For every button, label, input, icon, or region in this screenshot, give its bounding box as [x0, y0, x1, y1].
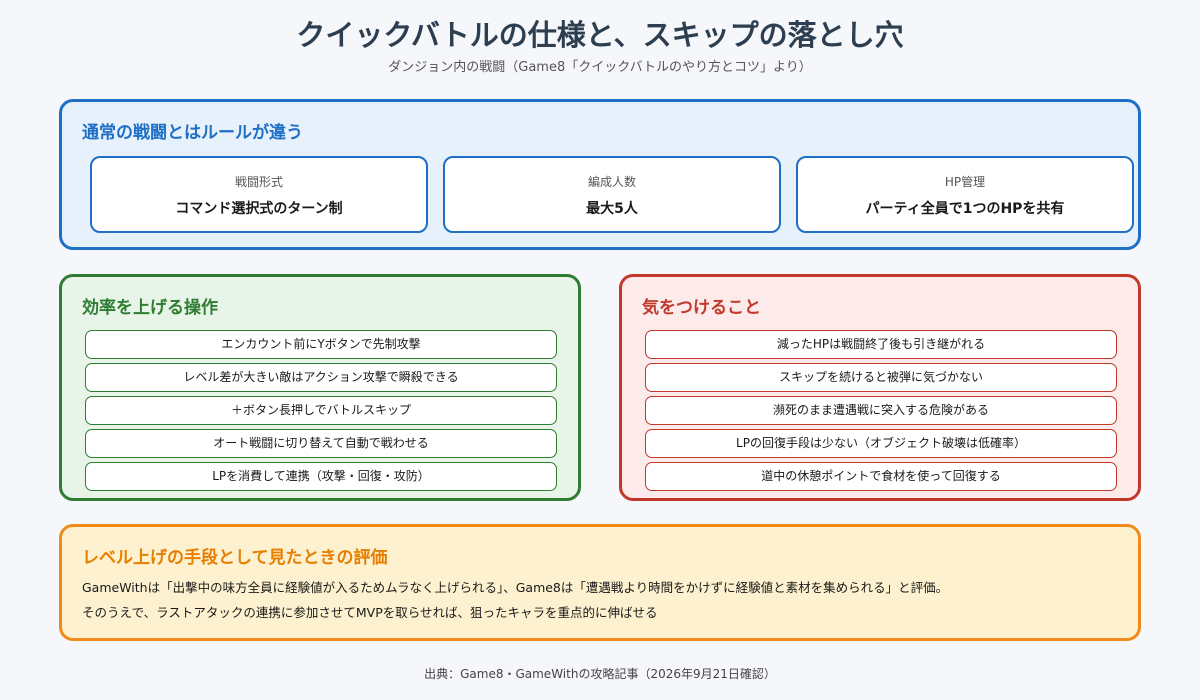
caution-item: スキップを続けると被弾に気づかない — [645, 363, 1117, 392]
efficiency-item: ＋ボタン長押しでバトルスキップ — [85, 396, 557, 425]
rule-card-label: HP管理 — [944, 175, 986, 189]
efficiency-item: LPを消費して連携（攻撃・回復・攻防） — [85, 462, 557, 491]
rule-card-value: 最大5人 — [586, 201, 638, 217]
efficiency-item: エンカウント前にYボタンで先制攻撃 — [85, 330, 557, 359]
source-note: 出典：Game8・GameWithの攻略記事（2026年9月21日確認） — [424, 667, 776, 681]
rules-heading: 通常の戦闘とはルールが違う — [82, 123, 303, 143]
efficiency-item: オート戦闘に切り替えて自動で戦わせる — [85, 429, 557, 458]
rule-card-hp-management: HP管理 パーティ全員で1つのHPを共有 — [796, 156, 1134, 233]
evaluation-heading: レベル上げの手段として見たときの評価 — [82, 548, 388, 568]
rule-card-party-size: 編成人数 最大5人 — [443, 156, 781, 233]
rule-card-battle-format: 戦闘形式 コマンド選択式のターン制 — [90, 156, 428, 233]
rule-card-label: 編成人数 — [587, 175, 636, 189]
rule-card-label: 戦闘形式 — [234, 175, 283, 189]
evaluation-panel: レベル上げの手段として見たときの評価 GameWithは「出撃中の味方全員に経験… — [59, 524, 1141, 641]
caution-item: 道中の休憩ポイントで食材を使って回復する — [645, 462, 1117, 491]
evaluation-line: そのうえで、ラストアタックの連携に参加させてMVPを取らせれば、狙ったキャラを重… — [82, 605, 658, 620]
efficiency-heading: 効率を上げる操作 — [82, 298, 218, 318]
caution-item: 減ったHPは戦闘終了後も引き継がれる — [645, 330, 1117, 359]
page-title: クイックバトルの仕様と、スキップの落とし穴 — [296, 18, 904, 52]
rules-panel: 通常の戦闘とはルールが違う 戦闘形式 コマンド選択式のターン制 編成人数 最大5… — [59, 99, 1141, 250]
rule-card-value: パーティ全員で1つのHPを共有 — [865, 201, 1065, 217]
page-subtitle: ダンジョン内の戦闘（Game8「クイックバトルのやり方とコツ」より） — [388, 60, 812, 75]
efficiency-item: レベル差が大きい敵はアクション攻撃で瞬殺できる — [85, 363, 557, 392]
caution-heading: 気をつけること — [642, 298, 761, 318]
evaluation-line: GameWithは「出撃中の味方全員に経験値が入るためムラなく上げられる」、Ga… — [82, 580, 949, 595]
caution-item: 瀕死のまま遭遇戦に突入する危険がある — [645, 396, 1117, 425]
caution-panel: 気をつけること 減ったHPは戦闘終了後も引き継がれる スキップを続けると被弾に気… — [619, 274, 1141, 501]
rule-card-value: コマンド選択式のターン制 — [175, 201, 343, 217]
efficiency-panel: 効率を上げる操作 エンカウント前にYボタンで先制攻撃 レベル差が大きい敵はアクシ… — [59, 274, 581, 501]
caution-item: LPの回復手段は少ない（オブジェクト破壊は低確率） — [645, 429, 1117, 458]
